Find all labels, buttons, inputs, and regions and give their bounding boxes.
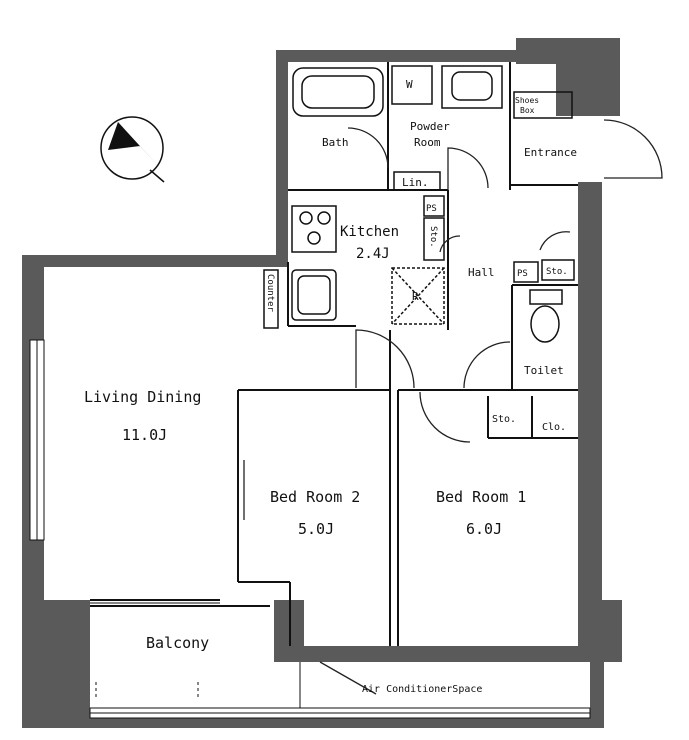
shoes-box-label-2: Box [520, 106, 535, 115]
balcony-label: Balcony [146, 634, 209, 652]
storage-kitchen-label: Sto. [428, 226, 438, 248]
toilet-label: Toilet [524, 364, 564, 377]
air-conditioner-space-label: Air ConditionerSpace [362, 684, 482, 695]
kitchen-label: Kitchen [340, 224, 399, 240]
fixtures [263, 65, 575, 343]
living-dining-label: Living Dining [84, 388, 201, 406]
storage-hall-label: Sto. [546, 267, 568, 277]
bedroom1-label: Bed Room 1 [436, 488, 526, 506]
north-arrow-icon [100, 116, 165, 183]
hall-label: Hall [468, 266, 495, 279]
balcony-rail [89, 599, 591, 719]
counter-label: Counter [265, 274, 275, 313]
ps-kitchen-label: PS [426, 204, 437, 214]
bath-label: Bath [322, 136, 349, 149]
powder-room-label-2: Room [414, 136, 441, 149]
linen-label: Lin. [402, 176, 429, 189]
living-dining-size: 11.0J [122, 426, 167, 444]
exterior-walls [22, 38, 622, 728]
kitchen-size: 2.4J [356, 246, 390, 262]
washer-label: W [406, 78, 413, 91]
closet-bed1-label: Clo. [542, 422, 566, 433]
living-window [29, 339, 45, 541]
doors [243, 119, 663, 695]
entrance-label: Entrance [524, 146, 577, 159]
interior-walls [237, 62, 578, 646]
powder-room-label-1: Powder [410, 120, 450, 133]
bedroom2-size: 5.0J [298, 520, 334, 538]
ps-hall-label: PS [517, 269, 528, 279]
bedroom2-label: Bed Room 2 [270, 488, 360, 506]
storage-bed1-label: Sto. [492, 414, 516, 425]
refrigerator-label: R [412, 290, 419, 303]
bedroom1-size: 6.0J [466, 520, 502, 538]
shoes-box-label-1: Shoes [515, 96, 539, 105]
